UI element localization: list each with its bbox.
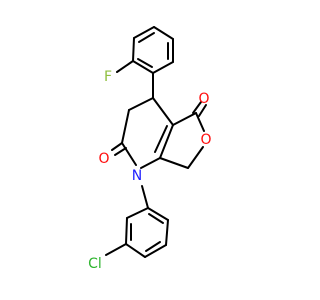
bond — [133, 26, 155, 39]
bond — [125, 243, 146, 258]
bond — [121, 142, 137, 166]
bond — [187, 146, 204, 169]
bond — [132, 60, 154, 74]
bond — [144, 244, 167, 258]
bond — [126, 207, 149, 219]
bond — [105, 243, 127, 256]
bonds — [105, 26, 207, 258]
atom-labels: F O O O N Cl — [88, 69, 211, 272]
bond — [152, 61, 174, 74]
bond — [148, 213, 164, 224]
bond — [198, 104, 207, 117]
bond — [145, 241, 161, 252]
chlorine-atom-label: Cl — [88, 256, 102, 272]
bond — [159, 124, 174, 159]
bond — [140, 157, 161, 169]
bond — [154, 125, 168, 153]
bond — [111, 142, 123, 151]
bond — [114, 147, 127, 156]
bond — [125, 217, 128, 245]
bond — [165, 219, 169, 246]
bond — [192, 101, 202, 114]
molecule-structure: F O O O N Cl — [88, 26, 212, 272]
oxygen-atom-label: O — [200, 132, 211, 148]
fluorine-atom-label: F — [104, 69, 112, 85]
bond — [116, 60, 134, 73]
bond — [128, 97, 154, 111]
bond — [147, 207, 169, 221]
bond — [153, 26, 174, 40]
bond — [138, 32, 155, 43]
oxygen-atom-label: O — [198, 91, 209, 107]
bond — [172, 112, 197, 126]
bond — [121, 109, 130, 144]
nitrogen-atom-label: N — [132, 168, 142, 184]
bond — [141, 185, 149, 209]
bond — [159, 157, 189, 169]
oxygen-atom-label: O — [98, 151, 109, 167]
bond — [195, 112, 205, 132]
bond — [152, 97, 174, 126]
bond — [137, 58, 153, 68]
bond — [132, 37, 135, 62]
